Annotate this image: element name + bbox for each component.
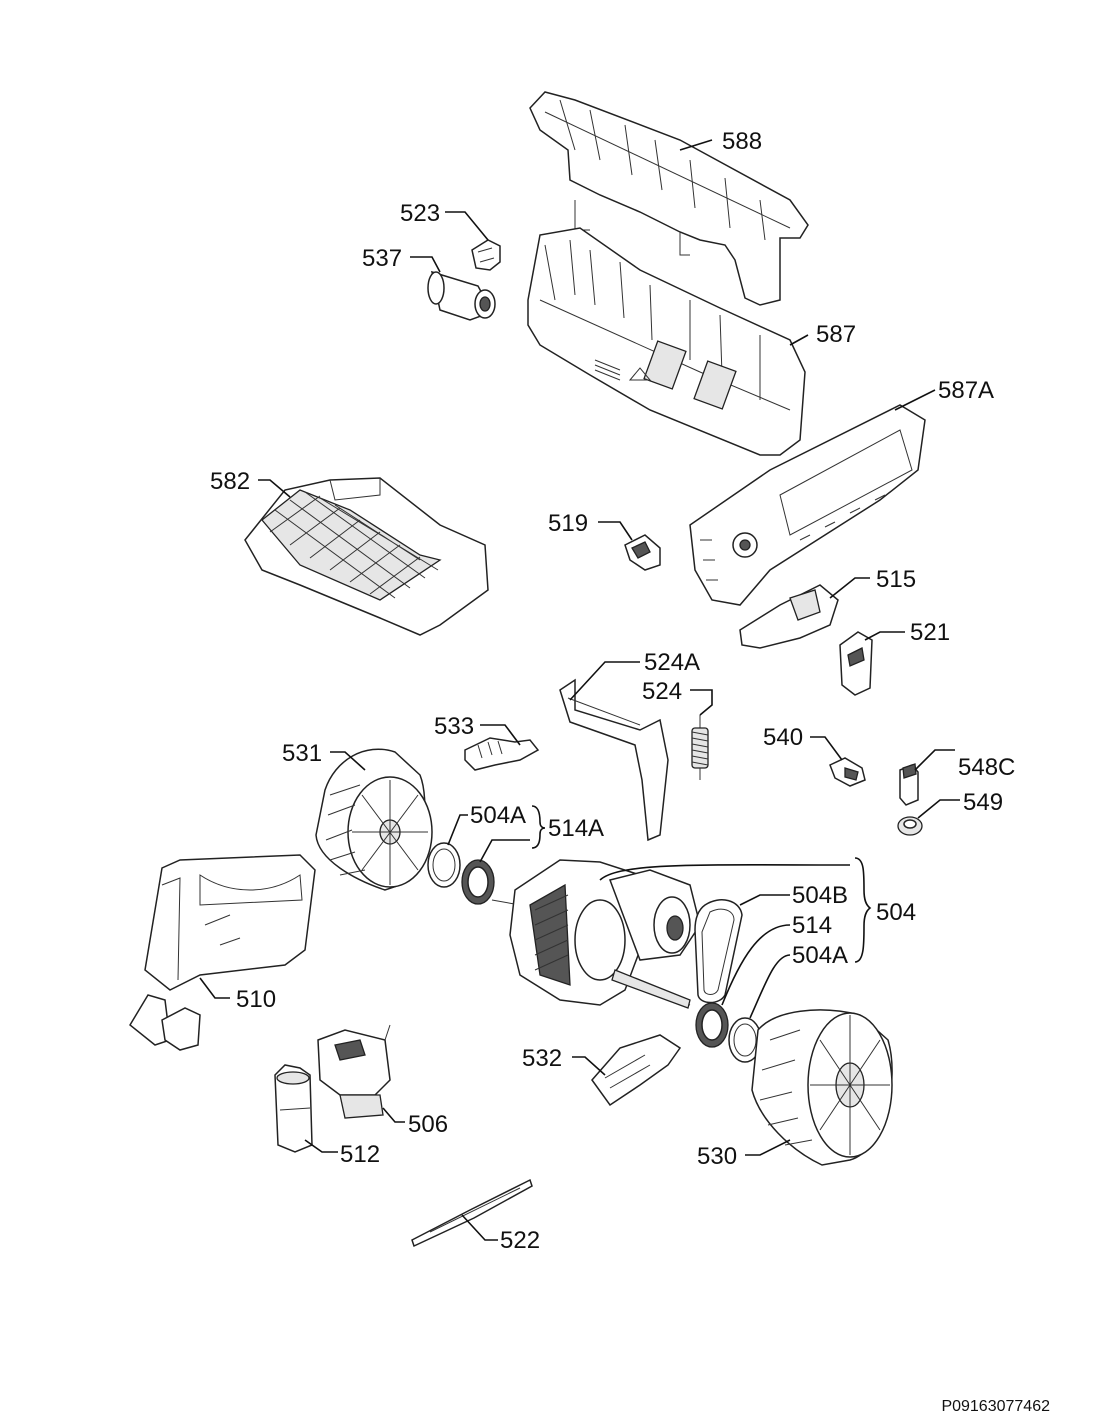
label-582-text: 582 (210, 468, 250, 495)
label-504A-bottom: 504A (749, 942, 848, 1019)
part-548C (899, 763, 919, 806)
label-540-text: 540 (763, 724, 803, 751)
label-548C: 548C (914, 749, 1015, 781)
label-506: 506 (382, 1107, 448, 1138)
label-514-text: 514 (792, 912, 832, 939)
part-537-capacitor (427, 270, 496, 321)
part-514-seal-top (461, 859, 495, 905)
part-524-spring (691, 715, 709, 780)
part-532 (591, 1034, 682, 1107)
label-510: 510 (199, 977, 276, 1013)
part-530-fan-wheel (751, 1009, 893, 1166)
label-587A: 587A (894, 377, 994, 411)
label-530-text: 530 (697, 1143, 737, 1170)
label-504B: 504B (739, 882, 848, 909)
part-510-housing (129, 854, 316, 1051)
label-523-text: 523 (400, 200, 440, 227)
label-519: 519 (548, 510, 633, 541)
part-588-cover (529, 91, 809, 306)
label-530: 530 (697, 1139, 791, 1170)
label-514A-brace: 514A (479, 805, 604, 863)
label-523: 523 (400, 200, 489, 241)
label-582: 582 (210, 468, 291, 498)
part-512 (274, 1064, 313, 1153)
label-514A-text: 514A (548, 815, 604, 842)
label-588-text: 588 (722, 128, 762, 155)
document-id: P09163077462 (941, 1398, 1050, 1415)
part-504A-seal-top (427, 842, 461, 888)
part-523-clip (471, 239, 501, 271)
label-504A-top: 504A (447, 802, 526, 846)
label-504B-text: 504B (792, 882, 848, 909)
label-524A-text: 524A (644, 649, 700, 676)
label-531: 531 (282, 740, 366, 771)
part-521 (839, 631, 873, 696)
part-549 (897, 816, 923, 836)
label-549: 549 (917, 789, 1003, 819)
label-521-text: 521 (910, 619, 950, 646)
label-515: 515 (829, 566, 916, 599)
label-504-text: 504 (876, 899, 916, 926)
label-537-text: 537 (362, 245, 402, 272)
label-504A-top-text: 504A (470, 802, 526, 829)
label-548C-text: 548C (958, 754, 1015, 781)
part-514-seal-bottom (695, 1002, 729, 1048)
part-582-grid-box (244, 477, 489, 636)
label-515-text: 515 (876, 566, 916, 593)
label-587-text: 587 (816, 321, 856, 348)
label-533-text: 533 (434, 713, 474, 740)
part-587A-panel (689, 404, 926, 606)
label-532-text: 532 (522, 1045, 562, 1072)
label-514: 514 (721, 912, 832, 1006)
label-524-text: 524 (642, 678, 682, 705)
label-521: 521 (864, 619, 950, 646)
part-540 (829, 757, 866, 787)
part-519-sensor (624, 534, 661, 571)
part-533 (464, 737, 540, 771)
label-587: 587 (789, 321, 856, 348)
label-588: 588 (679, 128, 762, 155)
part-motor-assembly (491, 859, 701, 1009)
label-504A-bottom-text: 504A (792, 942, 848, 969)
label-506-text: 506 (408, 1111, 448, 1138)
part-531-fan-wheel (315, 748, 433, 891)
label-587A-text: 587A (938, 377, 994, 404)
label-510-text: 510 (236, 986, 276, 1013)
part-515 (739, 584, 839, 649)
label-512-text: 512 (340, 1141, 380, 1168)
label-512: 512 (304, 1139, 380, 1168)
part-524A-bracket (559, 678, 669, 842)
part-587-module (527, 227, 806, 456)
label-533: 533 (434, 713, 521, 746)
label-519-text: 519 (548, 510, 588, 537)
label-531-text: 531 (282, 740, 322, 767)
label-524: 524 (642, 678, 713, 716)
label-537: 537 (362, 245, 441, 273)
label-532: 532 (522, 1045, 606, 1076)
label-522: 522 (461, 1214, 540, 1254)
part-504B-belt (694, 899, 743, 1004)
part-506-pump (317, 1024, 391, 1119)
label-522-text: 522 (500, 1227, 540, 1254)
label-504-brace: 504 (599, 857, 916, 963)
label-540: 540 (763, 724, 843, 761)
label-549-text: 549 (963, 789, 1003, 816)
part-522-wire (411, 1178, 533, 1248)
label-524A: 524A (569, 649, 700, 701)
